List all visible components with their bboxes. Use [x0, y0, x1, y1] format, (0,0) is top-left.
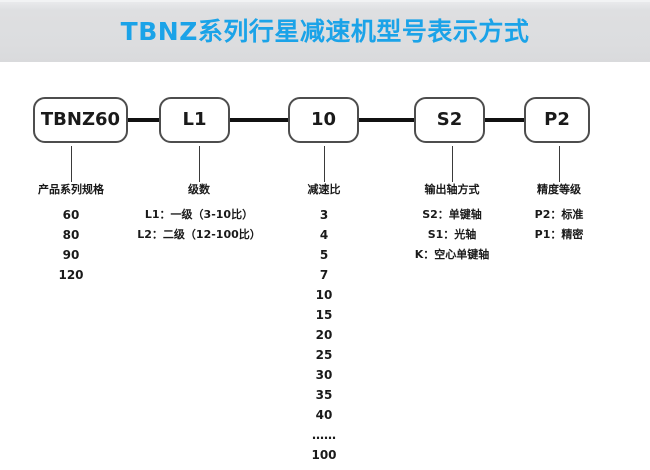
model-code-box-3: 10: [288, 97, 359, 143]
column-item: 80: [62, 228, 80, 242]
legend-column-product-series: 产品系列规格 60 80 90 120: [0, 182, 181, 285]
leader-line-reduction-ratio: [324, 146, 325, 182]
leader-line-accuracy-grade: [559, 146, 560, 182]
legend-column-stage-count: 级数 L1：一级（3-10比） L2：二级（12-100比）: [89, 182, 309, 245]
column-item: 5: [319, 248, 329, 262]
column-item: 20: [315, 328, 333, 342]
column-item: K：空心单键轴: [414, 248, 490, 261]
leader-line-product-series: [71, 146, 72, 182]
column-item: 100: [311, 448, 337, 462]
leader-line-output-shaft-type: [452, 146, 453, 182]
column-item: 7: [319, 268, 329, 282]
column-item: ……: [312, 428, 336, 442]
model-code-box-2: L1: [159, 97, 230, 143]
column-item: 25: [315, 348, 333, 362]
column-item: 30: [315, 368, 333, 382]
connector-line-2: [230, 118, 288, 122]
column-item: 90: [62, 248, 80, 262]
leader-line-stage-count: [199, 146, 200, 182]
connector-line-1: [128, 118, 159, 122]
column-heading-output-shaft-type: 输出轴方式: [424, 183, 480, 196]
column-item: P1：精密: [534, 228, 584, 241]
column-heading-accuracy-grade: 精度等级: [537, 183, 581, 196]
connector-line-4: [485, 118, 524, 122]
column-item: 35: [315, 388, 333, 402]
column-heading-stage-count: 级数: [188, 183, 210, 196]
column-item: S2：单键轴: [422, 208, 482, 221]
column-item: L1：一级（3-10比）: [144, 208, 254, 221]
model-code-box-4: S2: [414, 97, 485, 143]
column-heading-reduction-ratio: 减速比: [307, 183, 341, 196]
legend-column-accuracy-grade: 精度等级 P2：标准 P1：精密: [449, 182, 650, 245]
column-item: P2：标准: [534, 208, 584, 221]
column-item: 10: [315, 288, 333, 302]
column-item: 120: [58, 268, 84, 282]
column-item: L2：二级（12-100比）: [137, 228, 261, 241]
column-item: S1：光轴: [427, 228, 477, 241]
model-code-box-5: P2: [524, 97, 590, 143]
legend-column-reduction-ratio: 减速比 3 4 5 7 10 15 20 25 30 35 40 …… 100: [214, 182, 434, 465]
column-item: 40: [315, 408, 333, 422]
column-item: 60: [62, 208, 80, 222]
model-code-box-1: TBNZ60: [33, 97, 128, 143]
header-bar: TBNZ系列行星减速机型号表示方式: [0, 0, 650, 62]
column-heading-product-series: 产品系列规格: [38, 183, 104, 196]
column-item: 15: [315, 308, 333, 322]
connector-line-3: [359, 118, 414, 122]
column-item: 3: [319, 208, 329, 222]
legend-column-output-shaft-type: 输出轴方式 S2：单键轴 S1：光轴 K：空心单键轴: [342, 182, 562, 265]
page-title: TBNZ系列行星减速机型号表示方式: [120, 17, 530, 46]
column-item: 4: [319, 228, 329, 242]
